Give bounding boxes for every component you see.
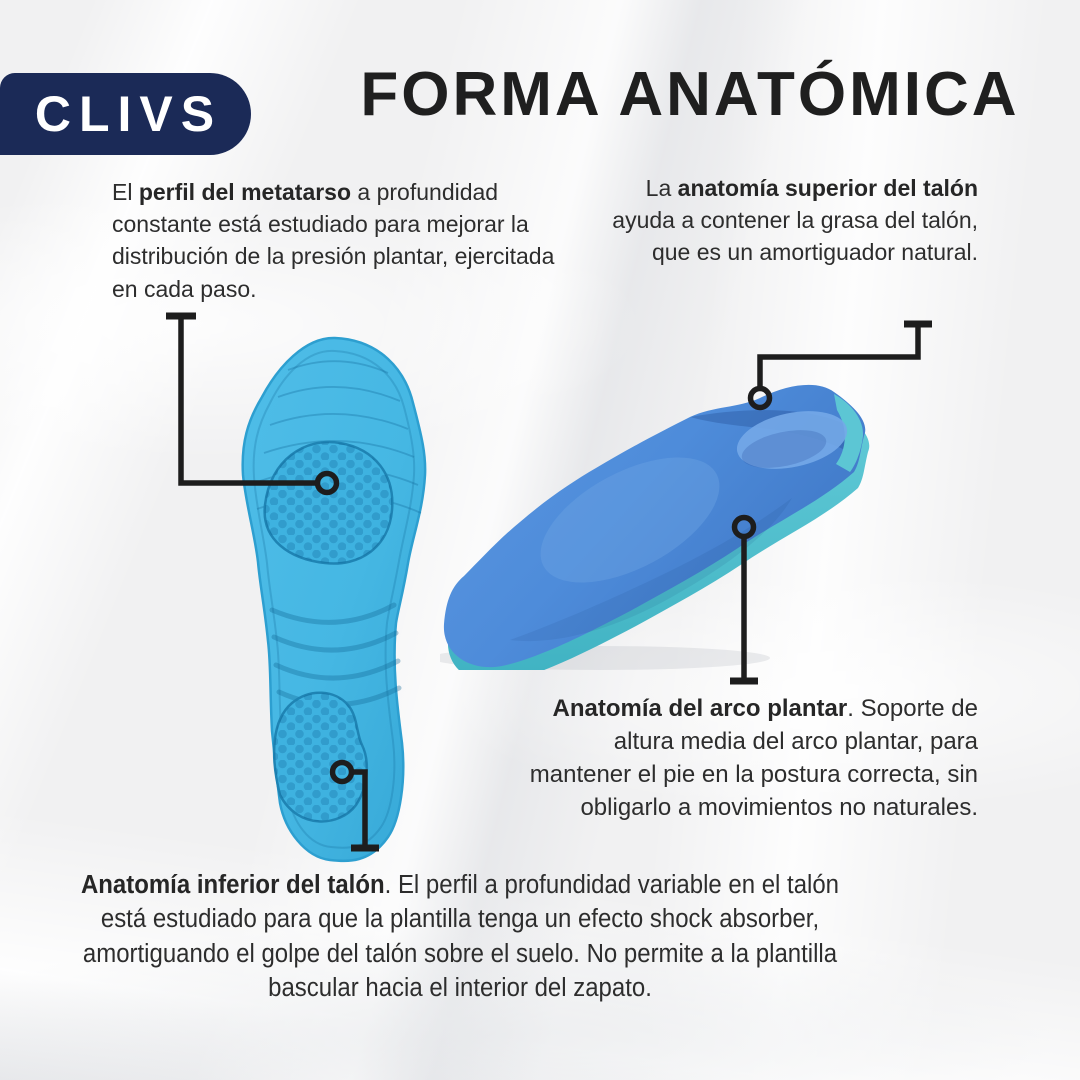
note-talon-superior: La anatomía superior del talón ayuda a c…	[610, 172, 978, 269]
note-talon-superior-rest: ayuda a contener la grasa del talón, que…	[612, 207, 978, 266]
note-talon-inferior-highlight: Anatomía inferior del talón	[80, 871, 385, 899]
heel-pad	[272, 691, 368, 823]
note-talon-superior-highlight: anatomía superior del talón	[677, 175, 978, 201]
note-arco-plantar-rest: . Soporte de altura media del arco plant…	[529, 695, 978, 822]
note-arco-plantar-highlight: Anatomía del arco plantar	[552, 695, 848, 722]
metatarsal-pad	[263, 440, 394, 565]
note-metatarso-highlight: perfil del metatarso	[138, 179, 352, 205]
heel-dome	[736, 411, 848, 469]
insole-top-inner-seam	[252, 349, 416, 849]
note-arco-plantar: Anatomía del arco plantar. Soporte de al…	[518, 692, 978, 824]
page-title: FORMA ANATÓMICA	[360, 60, 1020, 129]
note-metatarso-rest: a profundidad constante está estudiado p…	[112, 179, 555, 302]
note-metatarso-prefix: El	[112, 179, 139, 205]
brand-logo-text: CLIVS	[34, 86, 223, 142]
insole-3d-view-image	[440, 384, 870, 670]
note-talon-inferior-rest: . El perfil a profundidad variable en el…	[82, 871, 840, 1003]
heel-dome-shadow	[741, 430, 827, 468]
heel-cup-lip	[834, 394, 864, 472]
note-metatarso: El perfil del metatarso a profundidad co…	[112, 176, 557, 305]
note-talon-superior-prefix: La	[645, 175, 678, 201]
brand-logo-pill: CLIVS	[0, 73, 251, 155]
note-talon-inferior: Anatomía inferior del talón. El perfil a…	[75, 868, 846, 1006]
arch-highlight	[540, 457, 720, 583]
